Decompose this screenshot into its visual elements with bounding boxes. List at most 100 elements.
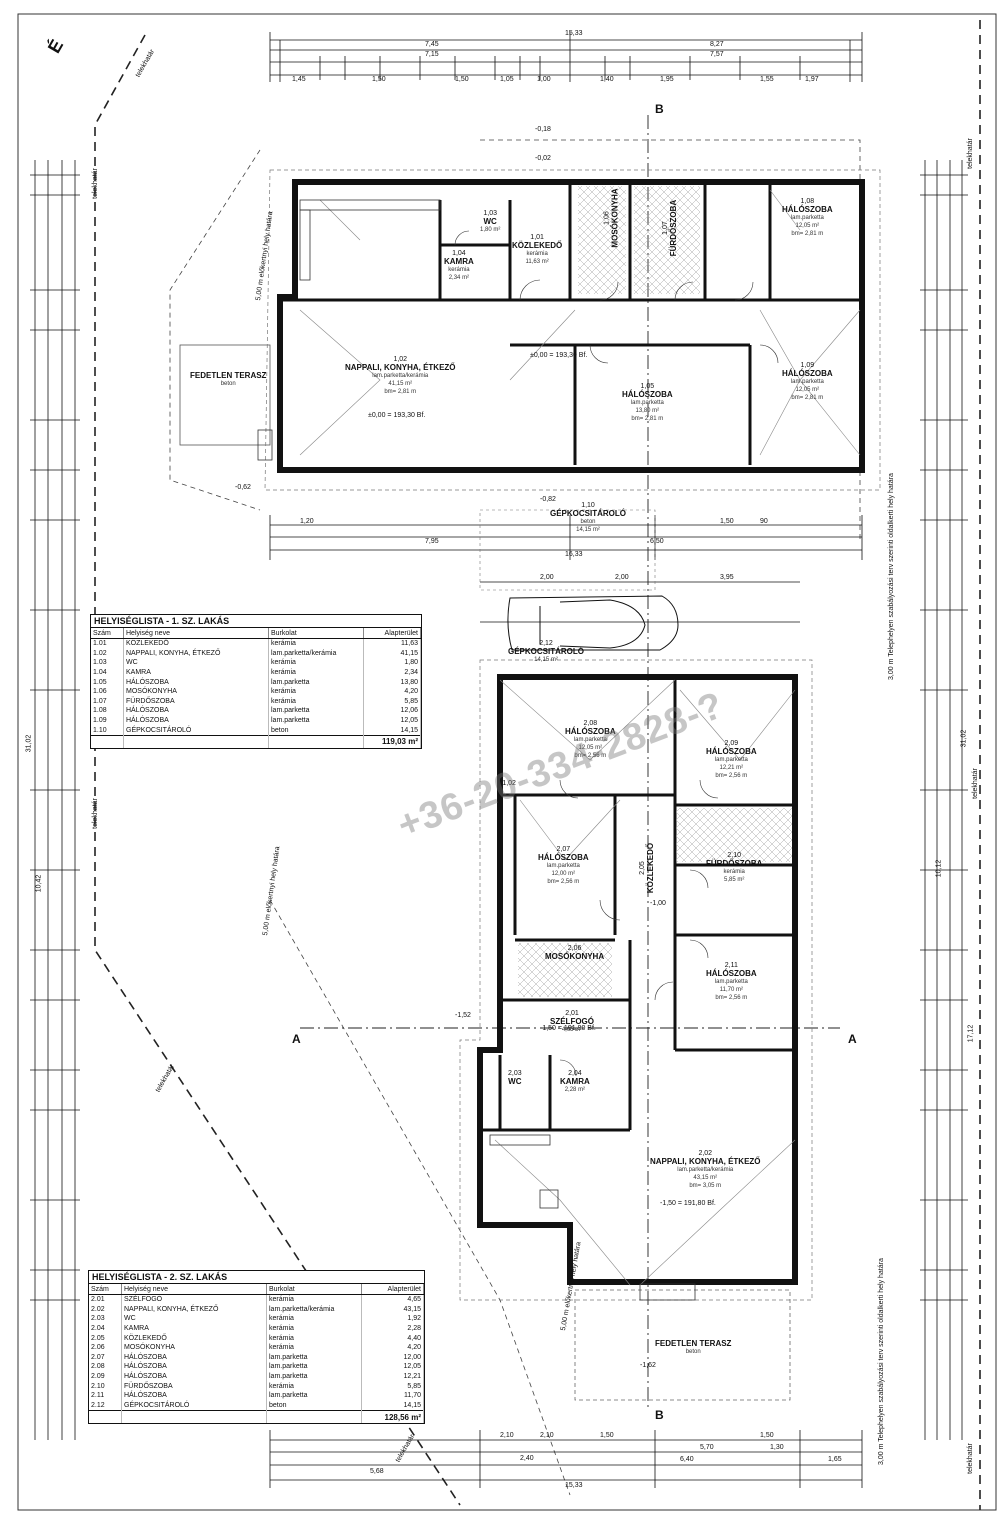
room-number-cell: 2.07 (89, 1352, 122, 1363)
room-name-cell: GÉPKOCSITÁROLÓ (121, 1400, 267, 1411)
table-header: Burkolat (266, 1284, 362, 1295)
setback-note-5: 3,00 m Telephelyen szabályozási terv sze… (878, 1258, 885, 1465)
dim-top-row2-b: 7,57 (710, 51, 724, 58)
room-number-cell: 2.08 (89, 1362, 122, 1372)
room-name-cell: HÁLÓSZOBA (121, 1371, 267, 1382)
dim-bottom-row1: 2,10 (540, 1432, 554, 1439)
area-cell: 11,63 (363, 638, 421, 649)
floor-note-unit1: ±0,00 = 193,30 Bf. (530, 352, 588, 359)
table-header: Alapterület (363, 628, 421, 639)
flooring-cell: kerámia (266, 1342, 362, 1353)
floor-note-unit1-living: ±0,00 = 193,30 Bf. (368, 412, 426, 419)
room-number-cell: 2.04 (89, 1323, 122, 1334)
flooring-cell: lam.parketta (266, 1371, 362, 1382)
dim-mid-overall: 16,33 (565, 551, 583, 558)
area-cell: 2,28 (361, 1323, 424, 1334)
level-mark: -1,52 (455, 1012, 471, 1019)
dim-bottom-overall: 15,33 (565, 1482, 583, 1489)
room-name-cell: KAMRA (123, 667, 269, 678)
dim-mid-row1-a: 7,95 (425, 538, 439, 545)
floor-note-unit2: -1,50 = 191,80 Bf. (540, 1025, 596, 1032)
sheet-frame (17, 13, 997, 1511)
flooring-cell: kerámia (266, 1323, 362, 1334)
flooring-cell: kerámia (268, 638, 364, 649)
setback-note-4: 3,00 m Telephelyen szabályozási terv sze… (888, 473, 895, 680)
room-number-cell: 1.01 (91, 638, 124, 649)
room-name-cell: NAPPALI, KONYHA, ÉTKEZŐ (123, 648, 269, 659)
room-list-title: HELYISÉGLISTA - 1. SZ. LAKÁS (91, 615, 421, 628)
dim-top-row3: 1,45 (292, 76, 306, 83)
table-header: Szám (91, 628, 124, 639)
room-name-cell: KAMRA (121, 1323, 267, 1334)
flooring-cell: kerámia (268, 667, 364, 678)
room-number-cell: 2.11 (89, 1390, 122, 1401)
section-marker-a-right: A (848, 1032, 857, 1046)
dim-mid-row2: 90 (760, 518, 768, 525)
flooring-cell: kerámia (266, 1333, 362, 1343)
dim-bottom-row3: 5,68 (370, 1468, 384, 1475)
level-mark: -0,82 (540, 496, 556, 503)
table-total-row: 119,03 m² (91, 734, 421, 748)
area-cell: 12,00 (361, 1352, 424, 1363)
dim-garage: 3,95 (720, 574, 734, 581)
room-name-cell: HÁLÓSZOBA (123, 706, 269, 716)
unit-2-door-swings (559, 779, 719, 1077)
flooring-cell: beton (268, 725, 364, 736)
dim-bottom-row2: 2,40 (520, 1455, 534, 1462)
level-mark: -0,62 (235, 484, 251, 491)
dim-bottom-row2: 1,30 (770, 1444, 784, 1451)
unit-2-roof-outline (459, 659, 813, 1301)
room-name-cell: FÜRDŐSZOBA (121, 1381, 267, 1391)
flooring-cell: kerámia (266, 1314, 362, 1324)
table-total-row: 128,56 m² (89, 1410, 424, 1424)
floor-note-unit2-living: -1,50 = 191,80 Bf. (660, 1200, 716, 1207)
room-list-title: HELYISÉGLISTA - 2. SZ. LAKÁS (89, 1271, 424, 1284)
room-number-cell: 2.09 (89, 1371, 122, 1382)
flooring-cell: lam.parketta (266, 1362, 362, 1372)
area-cell: 43,15 (361, 1304, 424, 1315)
unit-1-door-swings (454, 230, 779, 364)
dim-bottom-row3: 6,40 (680, 1456, 694, 1463)
flooring-cell: lam.parketta (268, 715, 364, 726)
flooring-cell: kerámia (268, 658, 364, 668)
room-number-cell: 1.02 (91, 648, 124, 659)
bottom-dimension-lines (269, 1430, 863, 1488)
room-number-cell: 2.06 (89, 1342, 122, 1353)
plot-boundary (94, 20, 981, 1510)
level-mark: -1,62 (640, 1362, 656, 1369)
boundary-label-right-mid: telekhatár (971, 768, 979, 799)
section-marker-b-top: B (655, 102, 664, 116)
area-cell: 4,20 (361, 1342, 424, 1353)
table-header: Szám (89, 1284, 122, 1295)
room-number-cell: 1.03 (91, 658, 124, 668)
area-cell: 14,15 (361, 1400, 424, 1411)
dim-mid-row1-b: 6,50 (650, 538, 664, 545)
dim-garage: 2,00 (540, 574, 554, 581)
unit-2-walls (477, 674, 798, 1285)
room-name-cell: MOSÓKONYHA (121, 1342, 267, 1353)
room-number-cell: 1.09 (91, 715, 124, 726)
table-header: Helyiség neve (121, 1284, 267, 1295)
